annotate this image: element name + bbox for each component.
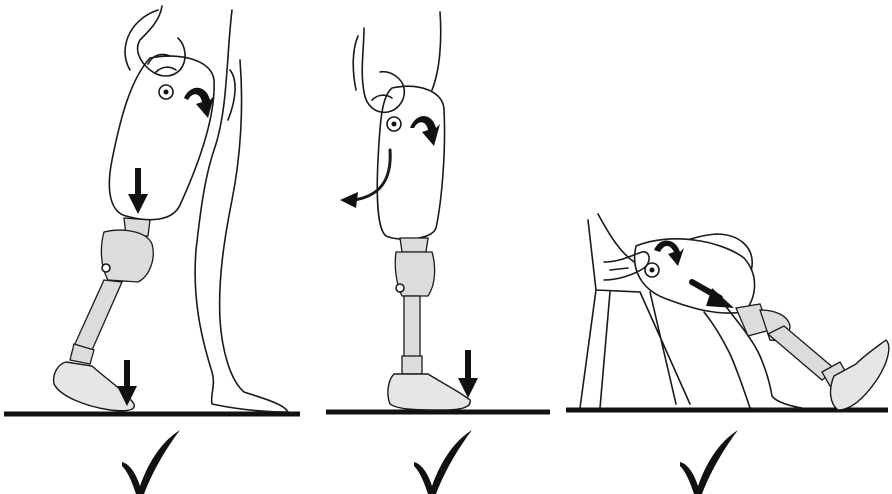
knee-housing-1 (101, 230, 153, 282)
check-mark-icon (122, 430, 180, 494)
prosthetic-foot-2 (388, 374, 470, 410)
prosthetic-foot-3 (831, 340, 889, 410)
prosthetic-socket-1 (109, 56, 214, 220)
down-arrow-icon (458, 350, 478, 398)
pylon-1 (74, 280, 122, 350)
panel-sitting (566, 214, 889, 494)
check-mark-icon (414, 430, 472, 494)
prosthetic-socket-2 (377, 86, 444, 239)
check-mark-icon (680, 430, 738, 494)
pylon-2 (404, 296, 420, 358)
knee-joint-2 (400, 238, 428, 252)
hip-outline-2 (353, 12, 441, 90)
panel-walking (4, 6, 300, 494)
panel-standing (326, 12, 550, 494)
